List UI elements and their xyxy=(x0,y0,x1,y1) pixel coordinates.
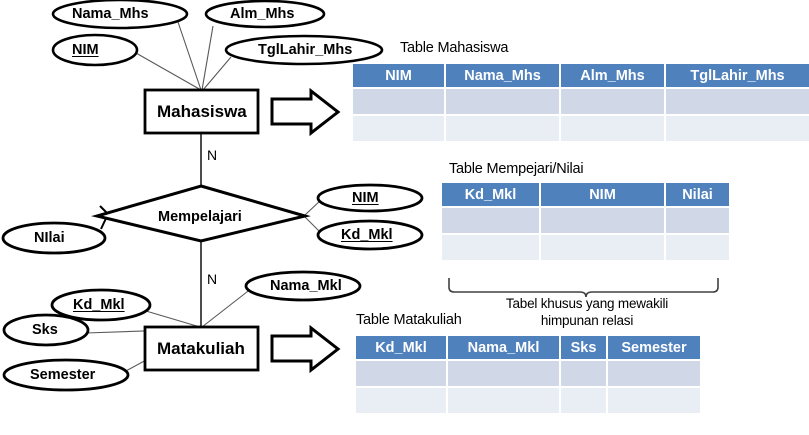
table-cell xyxy=(560,360,608,388)
table-cell xyxy=(353,115,446,143)
column-header-kd-mkl: Kd_Mkl xyxy=(442,183,541,208)
attribute-label-kd-mkl: Kd_Mkl xyxy=(73,297,125,313)
table-cell xyxy=(356,387,448,415)
attribute-label-semester: Semester xyxy=(30,367,96,383)
table-cell xyxy=(560,115,666,143)
relationship-diamond-mempelajari xyxy=(91,184,311,243)
table-cell xyxy=(445,115,561,143)
attribute-ellipse-semester xyxy=(2,358,130,392)
attribute-ellipse-alm-mhs xyxy=(204,0,326,29)
attribute-label-nilai: NIlai xyxy=(34,230,65,246)
attribute-ellipse-nama-mhs xyxy=(51,0,189,30)
entity-label-mahasiswa: Mahasiswa xyxy=(157,102,247,121)
cardinality-label-mahasiswa-mempelajari: N xyxy=(207,147,218,163)
curly-brace-icon xyxy=(448,278,719,298)
table-mahasiswa: NIM Nama_Mhs Alm_Mhs TglLahir_Mhs xyxy=(353,64,809,143)
attribute-label-alm-mhs: Alm_Mhs xyxy=(230,6,295,22)
table-cell xyxy=(665,207,729,235)
table-cell xyxy=(560,387,608,415)
attribute-ellipse-rel-kd-mkl xyxy=(316,219,424,251)
attribute-ellipse-tgllahir-mhs xyxy=(224,34,384,66)
brace-caption-line-1: Tabel khusus yang mewakili xyxy=(505,296,669,311)
table-cell xyxy=(607,360,700,388)
table-cell xyxy=(607,387,700,415)
table-cell xyxy=(442,207,541,235)
attribute-ellipse-nilai xyxy=(1,221,107,255)
table-cell xyxy=(447,387,561,415)
table-cell xyxy=(665,234,729,262)
table-cell xyxy=(447,360,561,388)
attribute-label-sks: Sks xyxy=(32,322,58,338)
table-row xyxy=(353,88,809,116)
entity-box-matakuliah xyxy=(143,325,260,372)
column-header-kd-mkl: Kd_Mkl xyxy=(356,336,448,361)
column-header-nim: NIM xyxy=(353,64,446,89)
column-header-nama-mkl: Nama_Mkl xyxy=(447,336,561,361)
attribute-ellipse-sks xyxy=(2,313,90,347)
column-header-semester: Semester xyxy=(607,336,700,361)
table-header-row: Kd_Mkl Nama_Mkl Sks Semester xyxy=(356,336,700,361)
table-row xyxy=(356,360,700,388)
table-cell xyxy=(540,207,666,235)
table-row xyxy=(353,115,809,143)
table-cell xyxy=(353,88,446,116)
table-caption-matakuliah: Table Matakuliah xyxy=(356,312,462,328)
connector-kd-mkl xyxy=(145,310,201,328)
attribute-ellipse-nim xyxy=(51,33,139,67)
table-cell xyxy=(540,234,666,262)
table-row xyxy=(356,387,700,415)
connector-alm-mhs xyxy=(201,25,214,91)
table-cell xyxy=(560,88,666,116)
column-header-tgllahir-mhs: TglLahir_Mhs xyxy=(665,64,809,89)
cardinality-label-mempelajari-matakuliah: N xyxy=(207,271,218,287)
connector-nama-mhs xyxy=(177,21,202,91)
table-mempejari-nilai: Kd_Mkl NIM Nilai xyxy=(442,183,729,262)
table-matakuliah: Kd_Mkl Nama_Mkl Sks Semester xyxy=(356,336,700,415)
table-row xyxy=(442,234,729,262)
attribute-ellipse-rel-nim xyxy=(316,183,424,213)
table-cell xyxy=(356,360,448,388)
entity-label-matakuliah: Matakuliah xyxy=(157,339,245,358)
connector-nama-mkl xyxy=(201,287,253,328)
connector-nim xyxy=(135,52,202,91)
attribute-ellipse-nama-mkl xyxy=(244,270,362,302)
column-header-nama-mhs: Nama_Mhs xyxy=(445,64,561,89)
brace-caption: Tabel khusus yang mewakili himpunan rela… xyxy=(472,296,702,330)
brace-caption-line-2: himpunan relasi xyxy=(540,312,634,328)
mahasiswa-attribute-connectors xyxy=(135,21,232,91)
attribute-label-tgllahir-mhs: TglLahir_Mhs xyxy=(258,42,353,58)
table-caption-mempejari-nilai: Table Mempejari/Nilai xyxy=(449,161,584,177)
table-caption-mahasiswa: Table Mahasiswa xyxy=(400,40,509,56)
entity-box-mahasiswa xyxy=(143,88,260,135)
table-header-row: NIM Nama_Mhs Alm_Mhs TglLahir_Mhs xyxy=(353,64,809,89)
table-cell xyxy=(665,88,809,116)
column-header-nilai: Nilai xyxy=(665,183,729,208)
attribute-label-rel-nim: NIM xyxy=(352,190,379,206)
table-cell xyxy=(665,115,809,143)
table-row xyxy=(442,207,729,235)
table-cell xyxy=(442,234,541,262)
block-arrow-right-icon-matakuliah xyxy=(270,324,341,374)
column-header-sks: Sks xyxy=(560,336,608,361)
table-cell xyxy=(445,88,561,116)
column-header-alm-mhs: Alm_Mhs xyxy=(560,64,666,89)
attribute-ellipse-kd-mkl xyxy=(50,288,152,322)
attribute-label-rel-kd-mkl: Kd_Mkl xyxy=(341,227,393,243)
attribute-label-nim: NIM xyxy=(72,42,99,58)
table-header-row: Kd_Mkl NIM Nilai xyxy=(442,183,729,208)
relationship-label-mempelajari: Mempelajari xyxy=(158,209,242,225)
column-header-nim: NIM xyxy=(540,183,666,208)
block-arrow-right-icon-mahasiswa xyxy=(270,87,341,137)
attribute-label-nama-mkl: Nama_Mkl xyxy=(270,278,342,294)
attribute-label-nama-mhs: Nama_Mhs xyxy=(72,6,149,22)
connector-tgllahir-mhs xyxy=(202,56,232,91)
